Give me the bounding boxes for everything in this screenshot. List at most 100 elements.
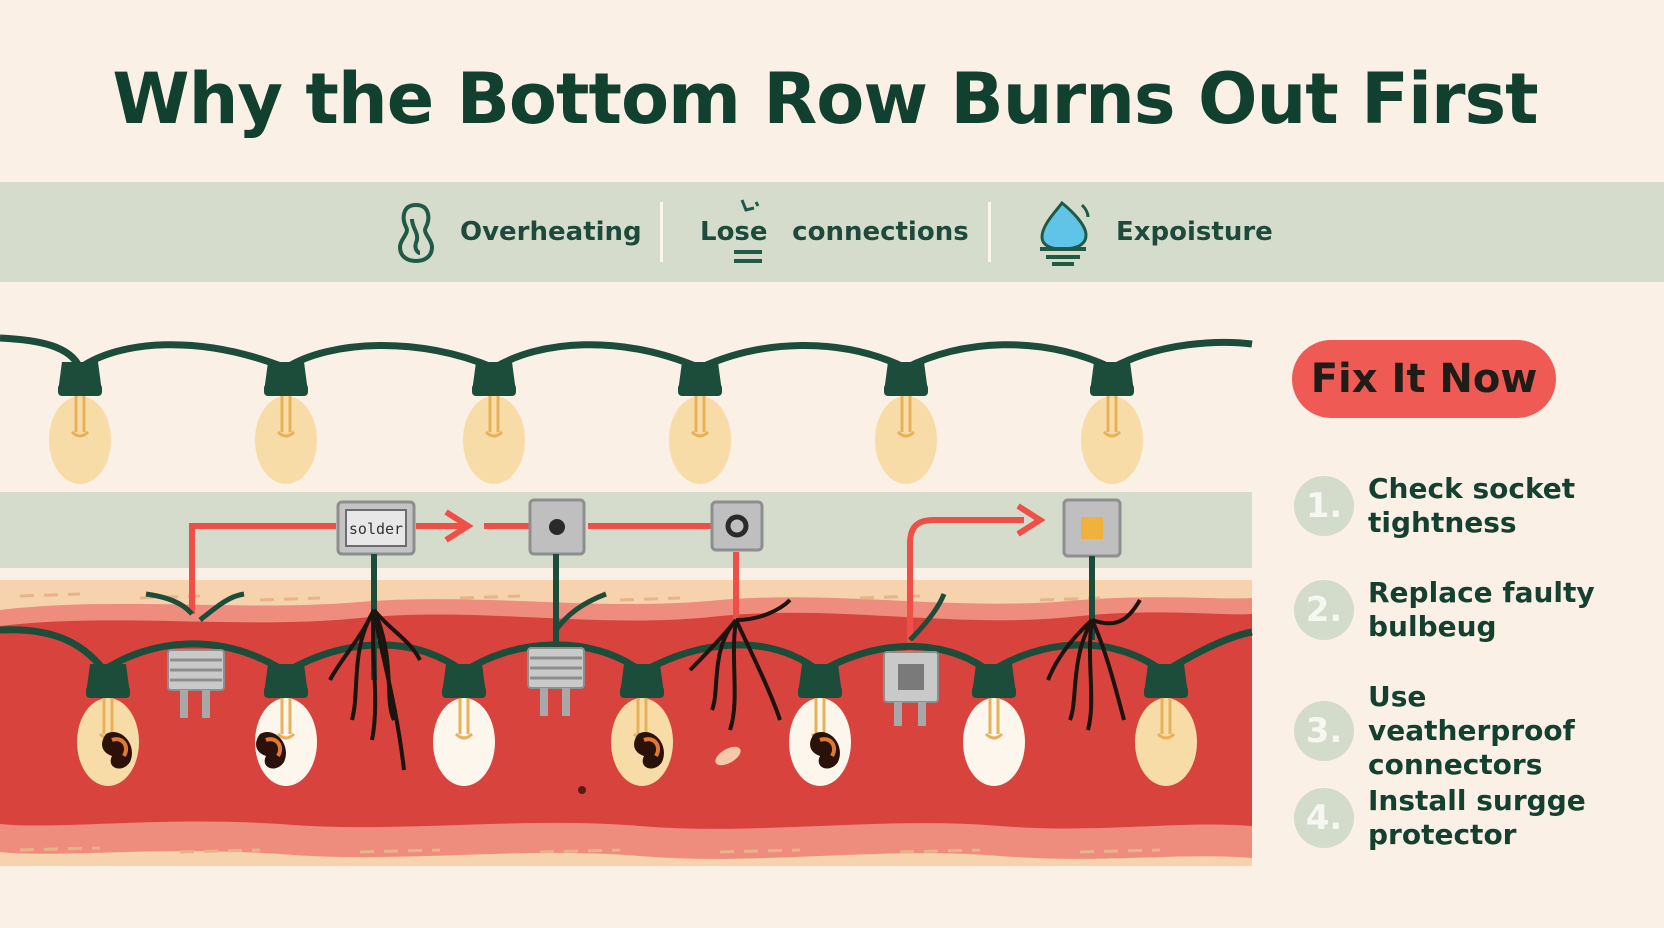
connector-terminal (549, 519, 565, 535)
bulb-glass (963, 698, 1025, 786)
step-text: Install surgge protector (1368, 784, 1586, 851)
cause-overheating: Overheating (392, 182, 642, 282)
bulb-glass (463, 396, 525, 484)
bulb (611, 664, 673, 786)
bulb (255, 664, 317, 786)
bulb-glass (49, 396, 111, 484)
connector-box (710, 500, 764, 552)
step-text: Replace faulty bulbeug (1368, 576, 1595, 643)
bulb (49, 362, 111, 484)
bulb (963, 664, 1025, 786)
scorch-glow (643, 737, 661, 758)
bulb (255, 362, 317, 484)
frayed-wire (688, 598, 792, 731)
connection-arrow (907, 517, 1024, 652)
solder-label: solder (349, 520, 403, 538)
bulb-filament (280, 698, 292, 734)
arrow-head (1016, 503, 1046, 537)
arrow-head (444, 509, 474, 543)
bulb-filament (276, 430, 296, 438)
causes-bar: Overheating Lose connections Expoisture (0, 182, 1664, 282)
heat-zone-texture (19, 592, 1101, 602)
bulb-filament (1160, 698, 1172, 734)
bulb-filament (636, 698, 648, 734)
step-number-badge: 3. (1294, 701, 1354, 761)
bulb-filament (70, 430, 90, 438)
bulb-filament (690, 430, 710, 438)
bulb-filament (74, 396, 86, 432)
bulb-filament (1106, 396, 1118, 432)
fix-step: 4. Install surgge protector (1294, 784, 1654, 852)
bulb-socket-rim (58, 384, 102, 396)
bulb-socket-rim (264, 686, 308, 698)
string-lights-diagram: solder (0, 334, 1253, 866)
frayed-wire (1046, 598, 1142, 731)
connection-arrow (189, 523, 336, 614)
bulb-filament (458, 698, 470, 734)
cause-label: Lose connections (700, 217, 969, 247)
bottom-bulbs (77, 664, 1197, 786)
step-number-badge: 4. (1294, 788, 1354, 848)
bulb-socket-rim (620, 686, 664, 698)
bulb-socket-rim (86, 686, 130, 698)
bulb-filament (488, 396, 500, 432)
fix-step: 2. Replace faulty bulbeug (1294, 576, 1654, 644)
plug-wire-icon (734, 199, 762, 263)
loose-lead (145, 591, 947, 642)
bulb-filament (1156, 732, 1176, 740)
top-bulbs (49, 362, 1143, 484)
bulb-glass (1081, 396, 1143, 484)
fix-it-now-button[interactable]: Fix It Now (1292, 340, 1556, 418)
bulb-filament (454, 732, 474, 740)
bulb-filament (694, 396, 706, 432)
bulb-filament (484, 430, 504, 438)
plug-connector (883, 651, 939, 726)
bulb-filament (1102, 430, 1122, 438)
bulb (875, 362, 937, 484)
step-number-badge: 1. (1294, 476, 1354, 536)
bulb-filament (814, 698, 826, 734)
bulb (463, 362, 525, 484)
bulb-glass (1135, 698, 1197, 786)
bulb (1081, 362, 1143, 484)
plug-connector (527, 647, 585, 716)
bulb (77, 664, 139, 786)
connection-band (0, 492, 1252, 568)
bulb-socket-rim (884, 384, 928, 396)
bulb-socket-rim (1144, 686, 1188, 698)
bulb-socket-rim (472, 384, 516, 396)
page-title: Why the Bottom Row Burns Out First (112, 58, 1538, 140)
scorch-glow (111, 737, 129, 758)
bulb-socket-rim (678, 384, 722, 396)
frayed-wire (328, 608, 422, 771)
divider (988, 202, 991, 262)
bulb-socket-rim (798, 686, 842, 698)
plug-connector (167, 649, 225, 718)
bulb-filament (276, 732, 296, 740)
top-wire (0, 334, 1253, 374)
bulb-filament (102, 698, 114, 734)
bulb-socket-rim (442, 686, 486, 698)
step-number-badge: 2. (1294, 580, 1354, 640)
divider (660, 202, 663, 262)
bulb (669, 362, 731, 484)
solder-plate (345, 509, 407, 547)
bulb-socket-rim (1090, 384, 1134, 396)
bulb-filament (988, 698, 1000, 734)
bulb-filament (900, 396, 912, 432)
connector-terminal (725, 514, 749, 538)
scorch-fleck (578, 786, 586, 794)
cause-label: Overheating (460, 217, 642, 247)
bulb (433, 664, 495, 786)
bulb-filament (896, 430, 916, 438)
scorch-fleck (715, 746, 741, 766)
bulb-filament (984, 732, 1004, 740)
peanut-icon (397, 202, 435, 264)
water-drop-icon (1040, 200, 1090, 266)
scorch-glow (265, 737, 283, 758)
connector-terminal (1081, 517, 1103, 539)
cause-label: Expoisture (1116, 217, 1273, 247)
bulb-socket-rim (264, 384, 308, 396)
bulb-socket-rim (972, 686, 1016, 698)
cause-loose-connections: Lose connections (700, 182, 969, 282)
